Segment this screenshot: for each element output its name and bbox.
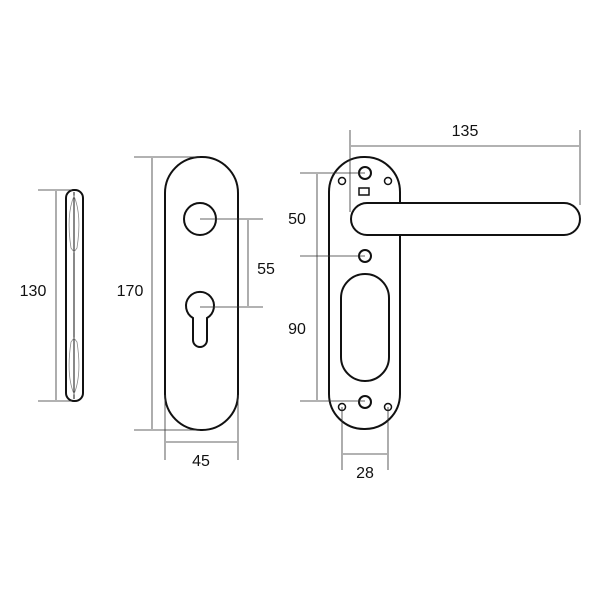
dim-plate-height: 170 (117, 283, 144, 300)
dim-side-height: 130 (20, 283, 47, 300)
lever-handle-view (300, 130, 581, 470)
dim-plate-width: 45 (192, 453, 210, 470)
dim-middle-to-bottom: 90 (288, 321, 306, 338)
dim-hole-spacing: 28 (356, 465, 374, 482)
dim-handle-to-cylinder: 55 (257, 261, 275, 278)
lever (350, 202, 581, 236)
dim-lever-length: 135 (452, 123, 479, 140)
cylinder-keyhole (185, 290, 215, 348)
side-view (38, 189, 84, 402)
front-plate (134, 156, 263, 460)
cylinder-slot (340, 273, 390, 382)
dim-top-to-middle: 50 (288, 211, 306, 228)
